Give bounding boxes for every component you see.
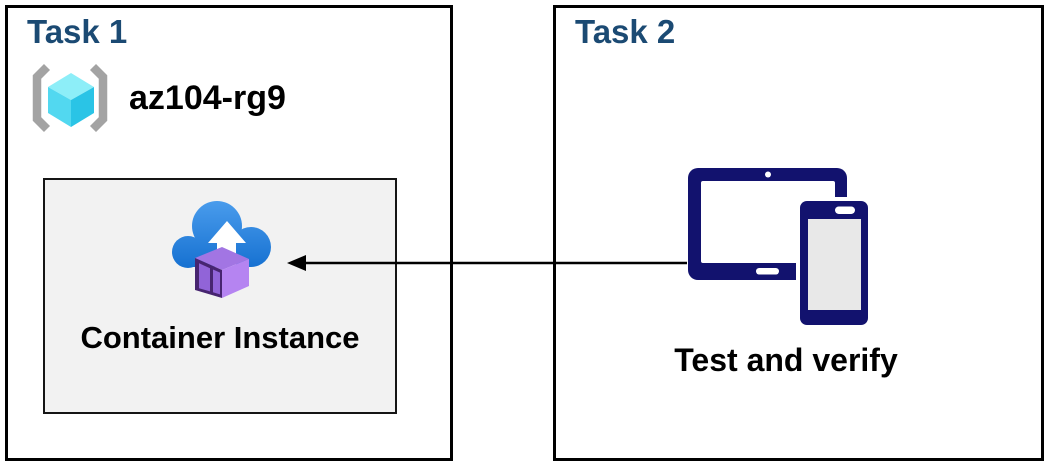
container-instance-box: Container Instance [43,178,397,414]
resource-group-name: az104-rg9 [129,78,286,117]
container-instance-label: Container Instance [80,320,360,355]
task1-title: Task 1 [27,13,128,50]
resource-group: az104-rg9 [27,58,286,138]
task1-box: Task 1 az104-rg9 [5,5,453,461]
test-and-verify-label: Test and verify [674,342,898,378]
resource-group-icon [32,63,108,133]
phone-icon [796,197,871,329]
task2-box: Task 2 Test and verify [553,5,1044,461]
tablet-phone-devices-icon [688,168,871,329]
container-cube [195,247,249,298]
container-instances-icon [172,201,271,298]
task2-title: Task 2 [575,13,676,50]
